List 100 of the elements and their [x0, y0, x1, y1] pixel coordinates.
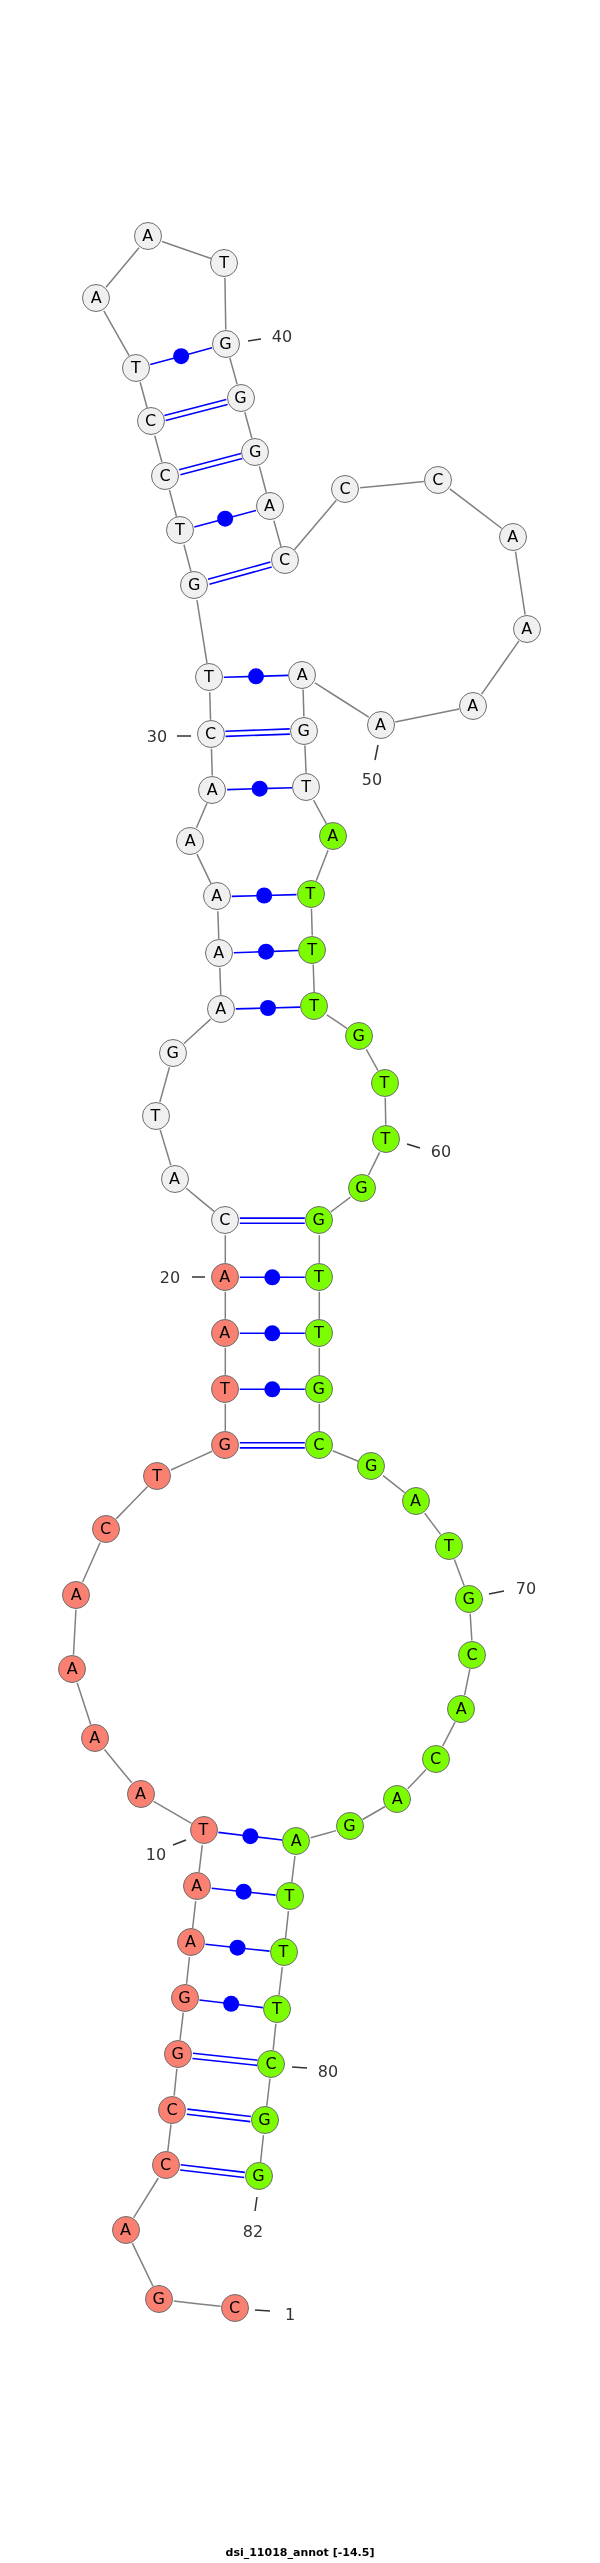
nucleotide-circle: A — [206, 994, 235, 1023]
nucleotide-circle: T — [189, 1816, 218, 1845]
position-number: 70 — [515, 1581, 537, 1597]
position-number: 30 — [146, 729, 168, 745]
backbone-line — [172, 2300, 222, 2308]
nucleotide-circle: A — [133, 222, 162, 251]
backbone-line — [318, 1347, 321, 1376]
backbone-line — [284, 1910, 290, 1940]
backbone-line — [259, 2134, 265, 2164]
nucleotide-circle: T — [304, 1262, 333, 1291]
nucleotide-circle: G — [241, 437, 270, 466]
nucleotide-circle: T — [371, 1124, 400, 1153]
nucleotide-circle: G — [454, 1584, 483, 1613]
backbone-line — [359, 480, 425, 489]
nucleotide-circle: G — [250, 2106, 279, 2135]
backbone-line — [159, 1129, 172, 1166]
backbone-line — [365, 1048, 379, 1072]
position-number: 1 — [284, 2307, 296, 2323]
nucleotide-circle: A — [160, 1164, 189, 1193]
backbone-line — [367, 1151, 381, 1177]
backbone-line — [196, 853, 212, 885]
nucleotide-circle: A — [111, 2215, 140, 2244]
nucleotide-circle: A — [176, 1928, 205, 1957]
backbone-line — [191, 1900, 197, 1930]
backbone-line — [514, 550, 526, 616]
backbone-line — [406, 1768, 427, 1790]
nucleotide-circle: T — [296, 879, 325, 908]
nucleotide-circle: C — [151, 2151, 180, 2180]
nucleotide-circle: T — [121, 353, 150, 382]
backbone-line — [139, 381, 148, 409]
nucleotide-circle: A — [447, 1694, 476, 1723]
base-pair-line — [198, 1999, 264, 2009]
position-number: 10 — [145, 1847, 167, 1863]
nucleotide-circle: T — [165, 516, 194, 545]
backbone-line — [423, 1512, 442, 1536]
nucleotide-circle: A — [62, 1580, 91, 1609]
backbone-line — [217, 910, 220, 940]
backbone-line — [72, 1609, 77, 1656]
nucleotide-circle: A — [498, 522, 527, 551]
nucleotide-circle: A — [176, 826, 205, 855]
backbone-line — [480, 640, 520, 695]
backbone-line — [361, 1805, 386, 1821]
backbone-line — [314, 682, 370, 718]
nucleotide-circle: T — [275, 1882, 304, 1911]
nucleotide-circle: C — [91, 1514, 120, 1543]
backbone-line — [453, 1558, 465, 1587]
base-pair-line — [193, 509, 257, 528]
base-pair-line — [233, 949, 299, 954]
nucleotide-circle: T — [298, 935, 327, 964]
base-pair-line — [231, 893, 298, 898]
nucleotide-circle: G — [347, 1173, 376, 1202]
nucleotide-circle: T — [269, 1938, 298, 1967]
backbone-line — [185, 1187, 215, 1213]
nucleotide-circle: G — [244, 2162, 273, 2191]
nucleotide-circle: G — [289, 716, 318, 745]
base-pair-line — [178, 452, 244, 476]
position-number: 80 — [317, 2064, 339, 2080]
base-pair-line — [239, 1441, 306, 1449]
backbone-line — [310, 908, 313, 937]
backbone-line — [76, 1682, 92, 1726]
nucleotide-circle: T — [300, 992, 329, 1021]
nucleotide-circle: T — [292, 772, 321, 801]
nucleotide-circle: G — [163, 2039, 192, 2068]
base-pair-line — [186, 2108, 252, 2123]
backbone-line — [103, 310, 130, 357]
nucleotide-circle: G — [357, 1452, 386, 1481]
backbone-line — [318, 1403, 321, 1432]
backbone-line — [224, 1291, 227, 1320]
nucleotide-circle: T — [262, 1994, 291, 2023]
nucleotide-circle: A — [202, 882, 231, 911]
backbone-line — [198, 1844, 204, 1874]
backbone-line — [210, 748, 213, 777]
nucleotide-circle: T — [434, 1531, 463, 1560]
backbone-line — [330, 1196, 352, 1213]
nucleotide-circle: A — [401, 1487, 430, 1516]
backbone-line — [224, 1403, 227, 1432]
nucleotide-circle: G — [335, 1812, 364, 1841]
backbone-line — [272, 2023, 277, 2051]
backbone-line — [318, 1234, 321, 1264]
position-number: 40 — [271, 329, 293, 345]
nucleotide-circle: T — [194, 663, 223, 692]
nucleotide-circle: C — [270, 546, 299, 575]
backbone-line — [152, 1800, 193, 1825]
backbone-line — [312, 799, 328, 825]
caption: dsi_11018_annot [-14.5] — [225, 2546, 375, 2559]
base-pair-line — [163, 398, 229, 422]
nucleotide-circle: G — [210, 1430, 239, 1459]
nucleotide-circle: A — [383, 1784, 412, 1813]
backbone-line — [131, 2242, 154, 2287]
nucleotide-circle: G — [158, 1038, 187, 1067]
nucleotide-circle: C — [421, 1744, 450, 1773]
base-pair-line — [226, 786, 293, 791]
nucleotide-circle: A — [255, 492, 284, 521]
nucleotide-circle: G — [304, 1206, 333, 1235]
base-pair-line — [204, 1943, 271, 1952]
nucleotide-circle: T — [210, 1374, 239, 1403]
backbone-line — [309, 1829, 337, 1839]
backbone-line — [81, 1541, 101, 1583]
nucleotide-circle: G — [226, 383, 255, 412]
nucleotide-circle: C — [220, 2293, 249, 2322]
